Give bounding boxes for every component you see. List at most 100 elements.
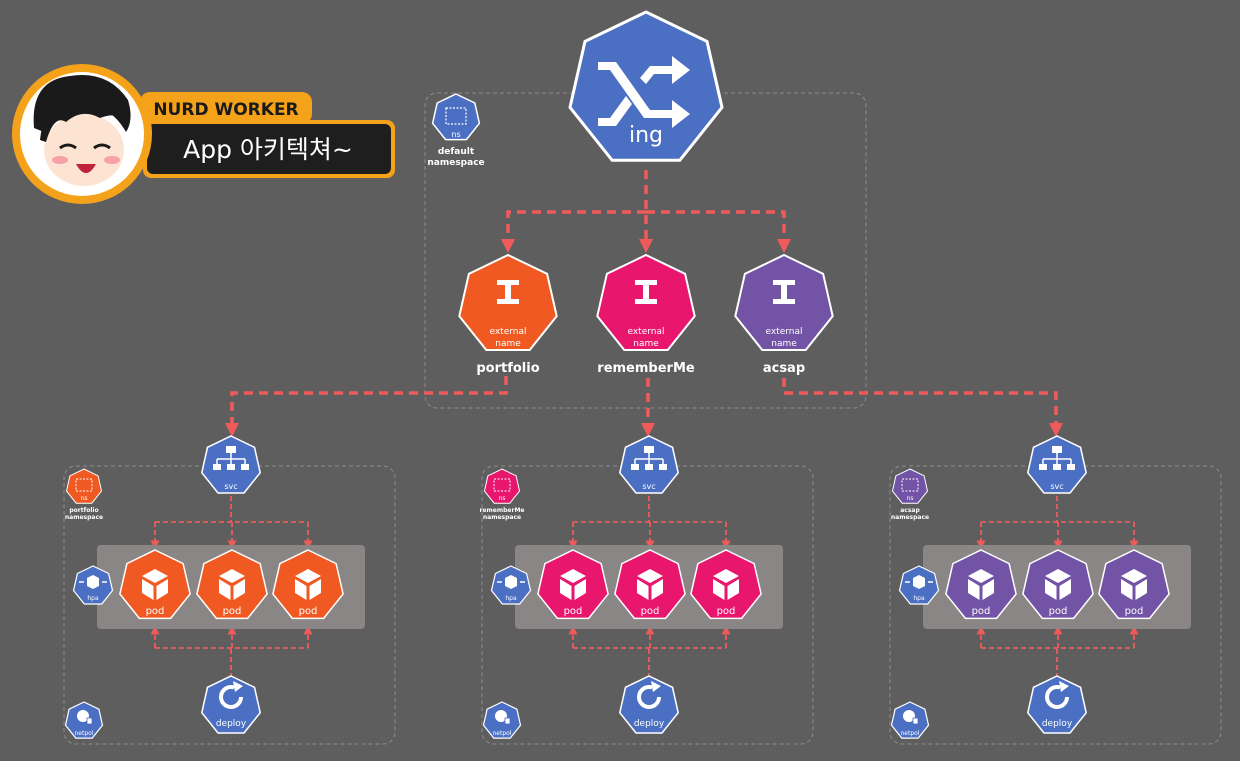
external-name-icon [497,280,519,304]
namespace-icon [431,93,481,141]
pod-cube-icon [295,569,321,600]
pod-heptagon [272,549,344,620]
external-name-line2: name [633,339,659,349]
deploy-heptagon [618,675,680,734]
pod-cube-icon [713,569,739,600]
refresh-icon [1045,685,1069,709]
deploy-label: deploy [216,719,247,729]
network-policy-icon [77,710,89,722]
netpol-node: netpol [890,701,930,739]
netpol-node: netpol [482,701,522,739]
refresh-arrow-icon [233,681,243,692]
pod-heptagon [1022,549,1094,620]
netpol-label: netpol [901,730,920,737]
namespace-name-line2: namespace [891,514,929,521]
pod-cube-icon [560,569,586,600]
pod-node: pod [119,549,191,620]
pod-label: pod [564,606,583,617]
hpa-label: hpa [87,595,99,602]
namespace-glyph [75,478,93,492]
network-tree-icon [631,446,667,470]
namespace-name-line2: namespace [483,514,521,521]
pod-node: pod [1098,549,1170,620]
default-namespace-icon: ns default namespace [427,93,485,168]
deploy-heptagon [1026,675,1088,734]
pod-cube-icon [219,569,245,600]
svc-label: svc [642,482,655,491]
lock-icon [912,717,919,725]
pod-node: pod [272,549,344,620]
pod-heptagon [614,549,686,620]
lock-icon [504,717,511,725]
namespace-icon-label: ns [499,495,506,502]
network-policy-icon [495,710,507,722]
default-namespace-boundary [424,92,867,409]
pod-node: pod [614,549,686,620]
deploy-node: deploy [1026,675,1088,734]
svc-node: svc [1026,435,1088,494]
avatar [12,64,152,204]
pod-label: pod [972,606,991,617]
hpa-label: hpa [913,595,925,602]
refresh-icon [637,685,661,709]
default-namespace-name-line1: default [438,147,475,157]
ingress-node: ing [568,10,724,162]
netpol-label: netpol [493,730,512,737]
external-name-line2: name [495,339,521,349]
pod-cube-icon [637,569,663,600]
namespace-icon-label: ns [907,495,914,502]
namespace-boundary [889,465,1222,745]
pod-heptagon [1098,549,1170,620]
hpa-node: hpa [490,565,532,605]
service-name-rememberme: rememberMe [597,361,695,376]
refresh-icon [219,685,243,709]
pod-cube-icon [1121,569,1147,600]
pod-label: pod [717,606,736,617]
network-tree-icon [213,446,249,470]
brand-name: NURD WORKER [153,100,298,120]
pod-node: pod [690,549,762,620]
pod-label: pod [641,606,660,617]
ingress-routes [501,170,791,253]
deploy-label: deploy [634,719,665,729]
pod-connectors [568,496,731,678]
namespace-heptagon [65,468,103,504]
pod-cube-icon [1045,569,1071,600]
hpa-cube-icon [87,575,99,589]
namespace-icon-label: ns [81,495,88,502]
badge-title: App 아키텍쳐~ [183,135,353,164]
namespace-name-line2: namespace [65,514,103,521]
netpol-label: netpol [75,730,94,737]
pod-heptagon [945,549,1017,620]
svc-node: svc [618,435,680,494]
pod-node: pod [537,549,609,620]
ingress-label: ing [629,123,663,148]
pod-label: pod [1049,606,1068,617]
pod-heptagon [119,549,191,620]
refresh-arrow-icon [1059,681,1069,692]
namespace-boundary [481,465,814,745]
deploy-heptagon [200,675,262,734]
external-name-line2: name [771,339,797,349]
external-name-services: externalnameportfolioexternalnameremembe… [458,253,834,376]
lock-icon [86,717,93,725]
refresh-arrow-icon [651,681,661,692]
namespace-name-line1: acsap [900,507,920,514]
hpa-cube-icon [913,575,925,589]
pod-label: pod [299,606,318,617]
title-tag [147,124,391,174]
namespace-heptagon [483,468,521,504]
namespace-name-line1: portfolio [69,507,98,514]
default-namespace-name-line2: namespace [427,158,484,168]
netpol-node: netpol [64,701,104,739]
network-tree-icon [1039,446,1075,470]
shuffle-icon [598,56,690,128]
service-name-acsap: acsap [763,361,805,376]
external-name-icon [773,280,795,304]
